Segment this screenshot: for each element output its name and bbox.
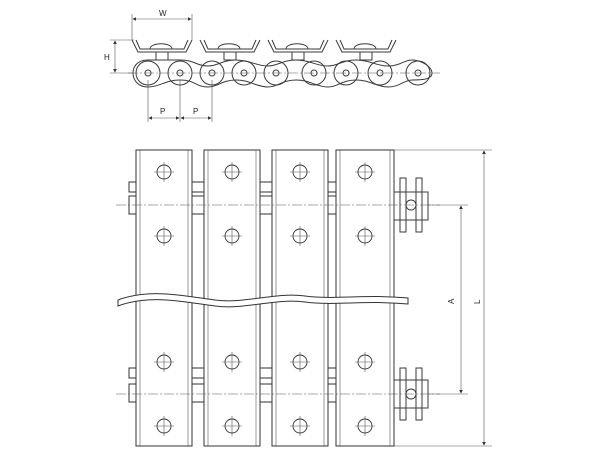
dimension-h: H [104, 39, 134, 74]
slat-support [223, 51, 237, 61]
slat-support [359, 51, 373, 61]
plan-view: A L [116, 149, 492, 447]
dimension-l: L [394, 149, 492, 447]
slat-support [291, 51, 305, 61]
dimension-label-a: A [447, 298, 456, 304]
dimension-label-l: L [473, 299, 482, 304]
slat-profile [267, 39, 329, 53]
dimension-w: W [131, 9, 193, 40]
slat-support [155, 51, 169, 61]
mounting-holes [154, 162, 375, 436]
dimension-label-p2: P [193, 107, 198, 116]
dimension-label-h: H [104, 53, 110, 62]
side-elevation-view: W H P P [104, 9, 440, 122]
slat [203, 149, 261, 447]
slat-profile [335, 39, 397, 53]
dimension-pitch: P P [147, 80, 213, 122]
break-line [117, 293, 409, 308]
slat-profile [199, 39, 261, 53]
chain-link-outline [132, 59, 433, 88]
slat-profiles [131, 39, 397, 61]
dimension-label-p1: P [160, 107, 165, 116]
dimension-a: A [428, 204, 468, 395]
slat-profile [131, 39, 193, 53]
dimension-label-w: W [159, 9, 167, 18]
